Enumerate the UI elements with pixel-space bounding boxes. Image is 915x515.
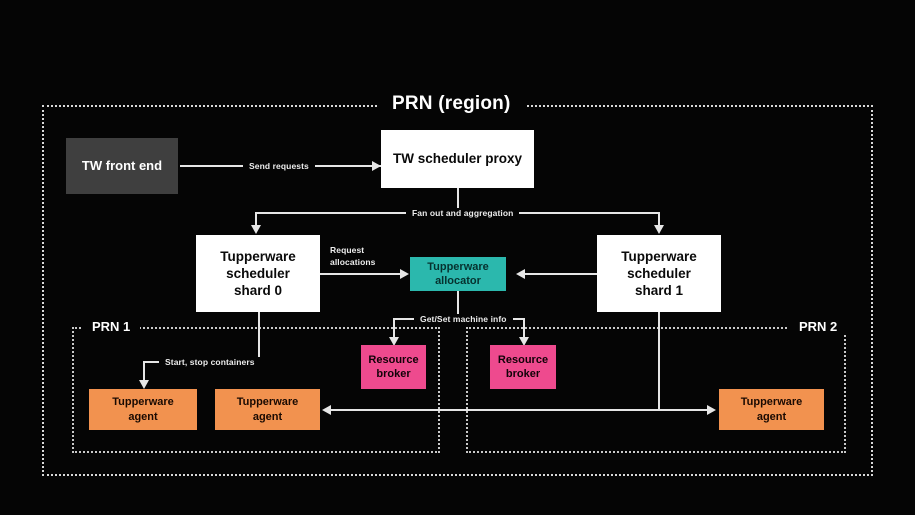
edge-getset-left-drop	[393, 318, 395, 339]
edge-startstop-stub	[258, 312, 260, 361]
node-shard-1-label-line1: Tupperware	[621, 248, 697, 264]
node-allocator-label-line2: allocator	[435, 275, 481, 287]
zone-container-prn-2	[466, 327, 846, 453]
node-shard-0-label-line1: Tupperware	[220, 248, 296, 264]
node-tw-scheduler-proxy[interactable]: TW scheduler proxy	[381, 130, 534, 188]
node-tw-front-end-label: TW front end	[81, 157, 163, 173]
node-shard-0-label-line3: shard 0	[233, 283, 282, 299]
edge-fanout-right-arrowhead	[654, 225, 664, 234]
edge-request-allocations-arrowhead	[400, 269, 409, 279]
node-agent-1-label-line2: agent	[128, 410, 158, 423]
node-tupperware-scheduler-shard-0[interactable]: Tupperware scheduler shard 0	[196, 235, 320, 312]
node-shard-0-label-line2: scheduler	[226, 265, 290, 281]
node-resource-broker-1-label-line1: Resource	[368, 353, 419, 366]
edge-agent-bus-right-arrowhead	[707, 405, 716, 415]
node-tupperware-allocator[interactable]: Tupperware allocator	[410, 257, 506, 291]
node-tupperware-agent-1[interactable]: Tupperware agent	[89, 389, 197, 430]
node-tw-scheduler-proxy-label: TW scheduler proxy	[392, 151, 523, 167]
edge-label-request-allocations-line2: allocations	[330, 257, 376, 267]
edge-shard1-allocator-arrowhead	[516, 269, 525, 279]
zone-label-prn-1: PRN 1	[82, 319, 141, 334]
edge-getset-right-arrowhead	[519, 337, 529, 346]
node-tupperware-scheduler-shard-1[interactable]: Tupperware scheduler shard 1	[597, 235, 721, 312]
region-title: PRN (region)	[378, 93, 525, 115]
node-resource-broker-2-label-line2: broker	[505, 368, 541, 380]
edge-request-allocations-line	[320, 273, 402, 275]
node-shard-1-label-line3: shard 1	[634, 283, 683, 299]
node-resource-broker-1[interactable]: Resource broker	[361, 345, 426, 389]
edge-label-send-requests: Send requests	[243, 161, 315, 173]
node-resource-broker-1-label-line2: broker	[376, 368, 411, 380]
edge-label-request-allocations-line1: Request	[330, 245, 365, 255]
edge-fanout-left-arrowhead	[251, 225, 261, 234]
node-agent-2-label-line2: agent	[252, 410, 283, 423]
edge-fanout-stub	[457, 188, 459, 212]
edge-getset-right-drop	[523, 318, 525, 339]
node-agent-1-label-line1: Tupperware	[112, 396, 174, 409]
node-resource-broker-2-label-line1: Resource	[497, 353, 549, 366]
edge-shard1-agents-stub	[658, 312, 660, 410]
edge-label-fan-out: Fan out and aggregation	[406, 208, 520, 220]
edge-getset-stub	[457, 291, 459, 318]
node-tw-front-end[interactable]: TW front end	[66, 138, 178, 194]
edge-startstop-arrowhead	[139, 380, 149, 389]
node-agent-2-label-line1: Tupperware	[236, 396, 299, 409]
node-allocator-label-line1: Tupperware	[427, 260, 489, 273]
node-shard-1-label-line2: scheduler	[627, 265, 691, 281]
edge-getset-left-arrowhead	[389, 337, 399, 346]
node-resource-broker-2[interactable]: Resource broker	[490, 345, 556, 389]
node-tupperware-agent-3[interactable]: Tupperware agent	[719, 389, 824, 430]
edge-label-start-stop-containers: Start, stop containers	[159, 357, 261, 369]
edge-fanout-right-drop	[658, 212, 660, 227]
node-agent-3-label-line1: Tupperware	[740, 396, 803, 409]
edge-agent-bus	[330, 409, 710, 411]
edge-shard1-allocator-line	[525, 273, 597, 275]
edge-send-requests-arrowhead	[372, 161, 381, 171]
edge-fanout-left-drop	[255, 212, 257, 227]
edge-label-get-set-machine-info: Get/Set machine info	[414, 314, 513, 326]
node-agent-3-label-line2: agent	[756, 410, 787, 423]
zone-label-prn-2: PRN 2	[789, 319, 848, 334]
edge-startstop-drop	[143, 361, 145, 382]
zone-container-prn-1	[72, 327, 440, 453]
edge-agent-bus-left-arrowhead	[322, 405, 331, 415]
node-tupperware-agent-2[interactable]: Tupperware agent	[215, 389, 320, 430]
